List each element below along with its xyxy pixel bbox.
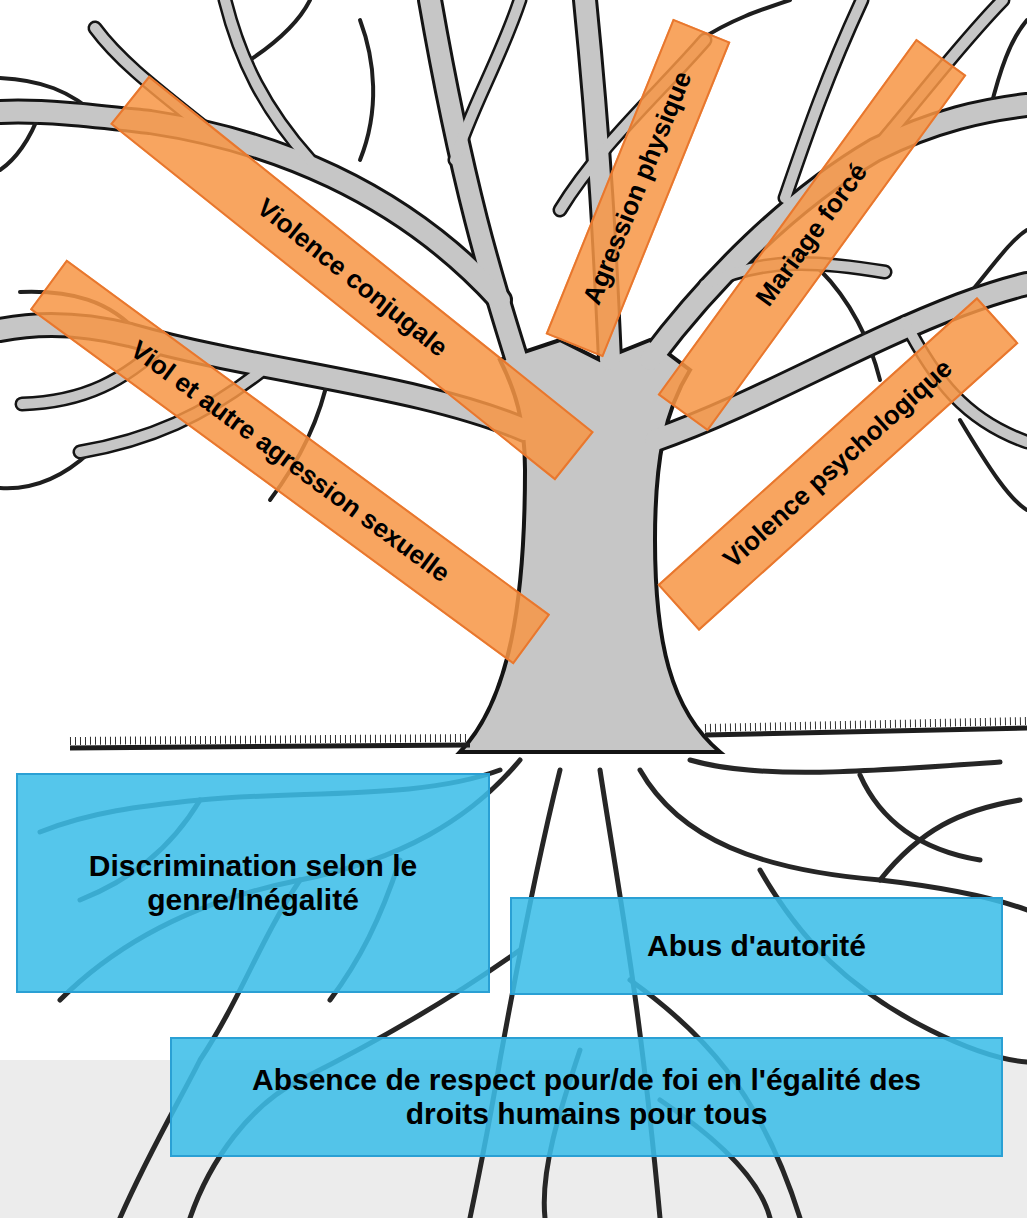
- node-text: Discrimination selon le genre/Inégalité: [63, 849, 443, 918]
- root-label: Discrimination selon le genre/Inégalité: [16, 773, 490, 993]
- node-text: Violence psychologique: [718, 353, 959, 574]
- grass: [705, 721, 1027, 728]
- node-text: Abus d'autorité: [647, 929, 866, 964]
- ground-line: [70, 745, 470, 748]
- node-text: Violence conjugale: [251, 193, 453, 363]
- branch-label: Viol et autre agression sexuelle: [30, 259, 550, 664]
- root-label: Absence de respect pour/de foi en l'égal…: [170, 1037, 1003, 1157]
- node-text: Mariage forcé: [750, 158, 874, 312]
- node-text: Viol et autre agression sexuelle: [125, 335, 456, 589]
- ground-line: [70, 721, 1027, 748]
- ground-line: [705, 728, 1027, 735]
- node-text: Agression physique: [578, 67, 699, 309]
- grass: [70, 738, 470, 741]
- node-text: Absence de respect pour/de foi en l'égal…: [227, 1063, 947, 1132]
- branch-label: Agression physique: [546, 19, 731, 357]
- root-label: Abus d'autorité: [510, 897, 1003, 995]
